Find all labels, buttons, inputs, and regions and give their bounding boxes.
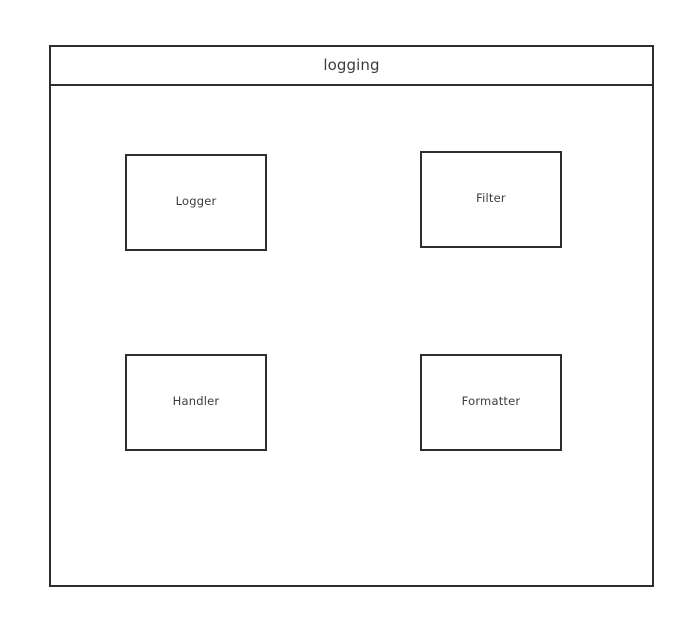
class-label-formatter: Formatter	[461, 394, 521, 408]
class-label-filter: Filter	[476, 191, 506, 205]
class-box-filter[interactable]: Filter	[420, 151, 562, 248]
class-label-handler: Handler	[172, 394, 220, 408]
class-box-logger[interactable]: Logger	[125, 154, 267, 251]
package-header: logging	[51, 47, 652, 86]
package-logging[interactable]: logging	[49, 45, 654, 587]
package-title: logging	[323, 56, 380, 74]
class-box-handler[interactable]: Handler	[125, 354, 267, 451]
class-box-formatter[interactable]: Formatter	[420, 354, 562, 451]
class-label-logger: Logger	[175, 194, 217, 208]
